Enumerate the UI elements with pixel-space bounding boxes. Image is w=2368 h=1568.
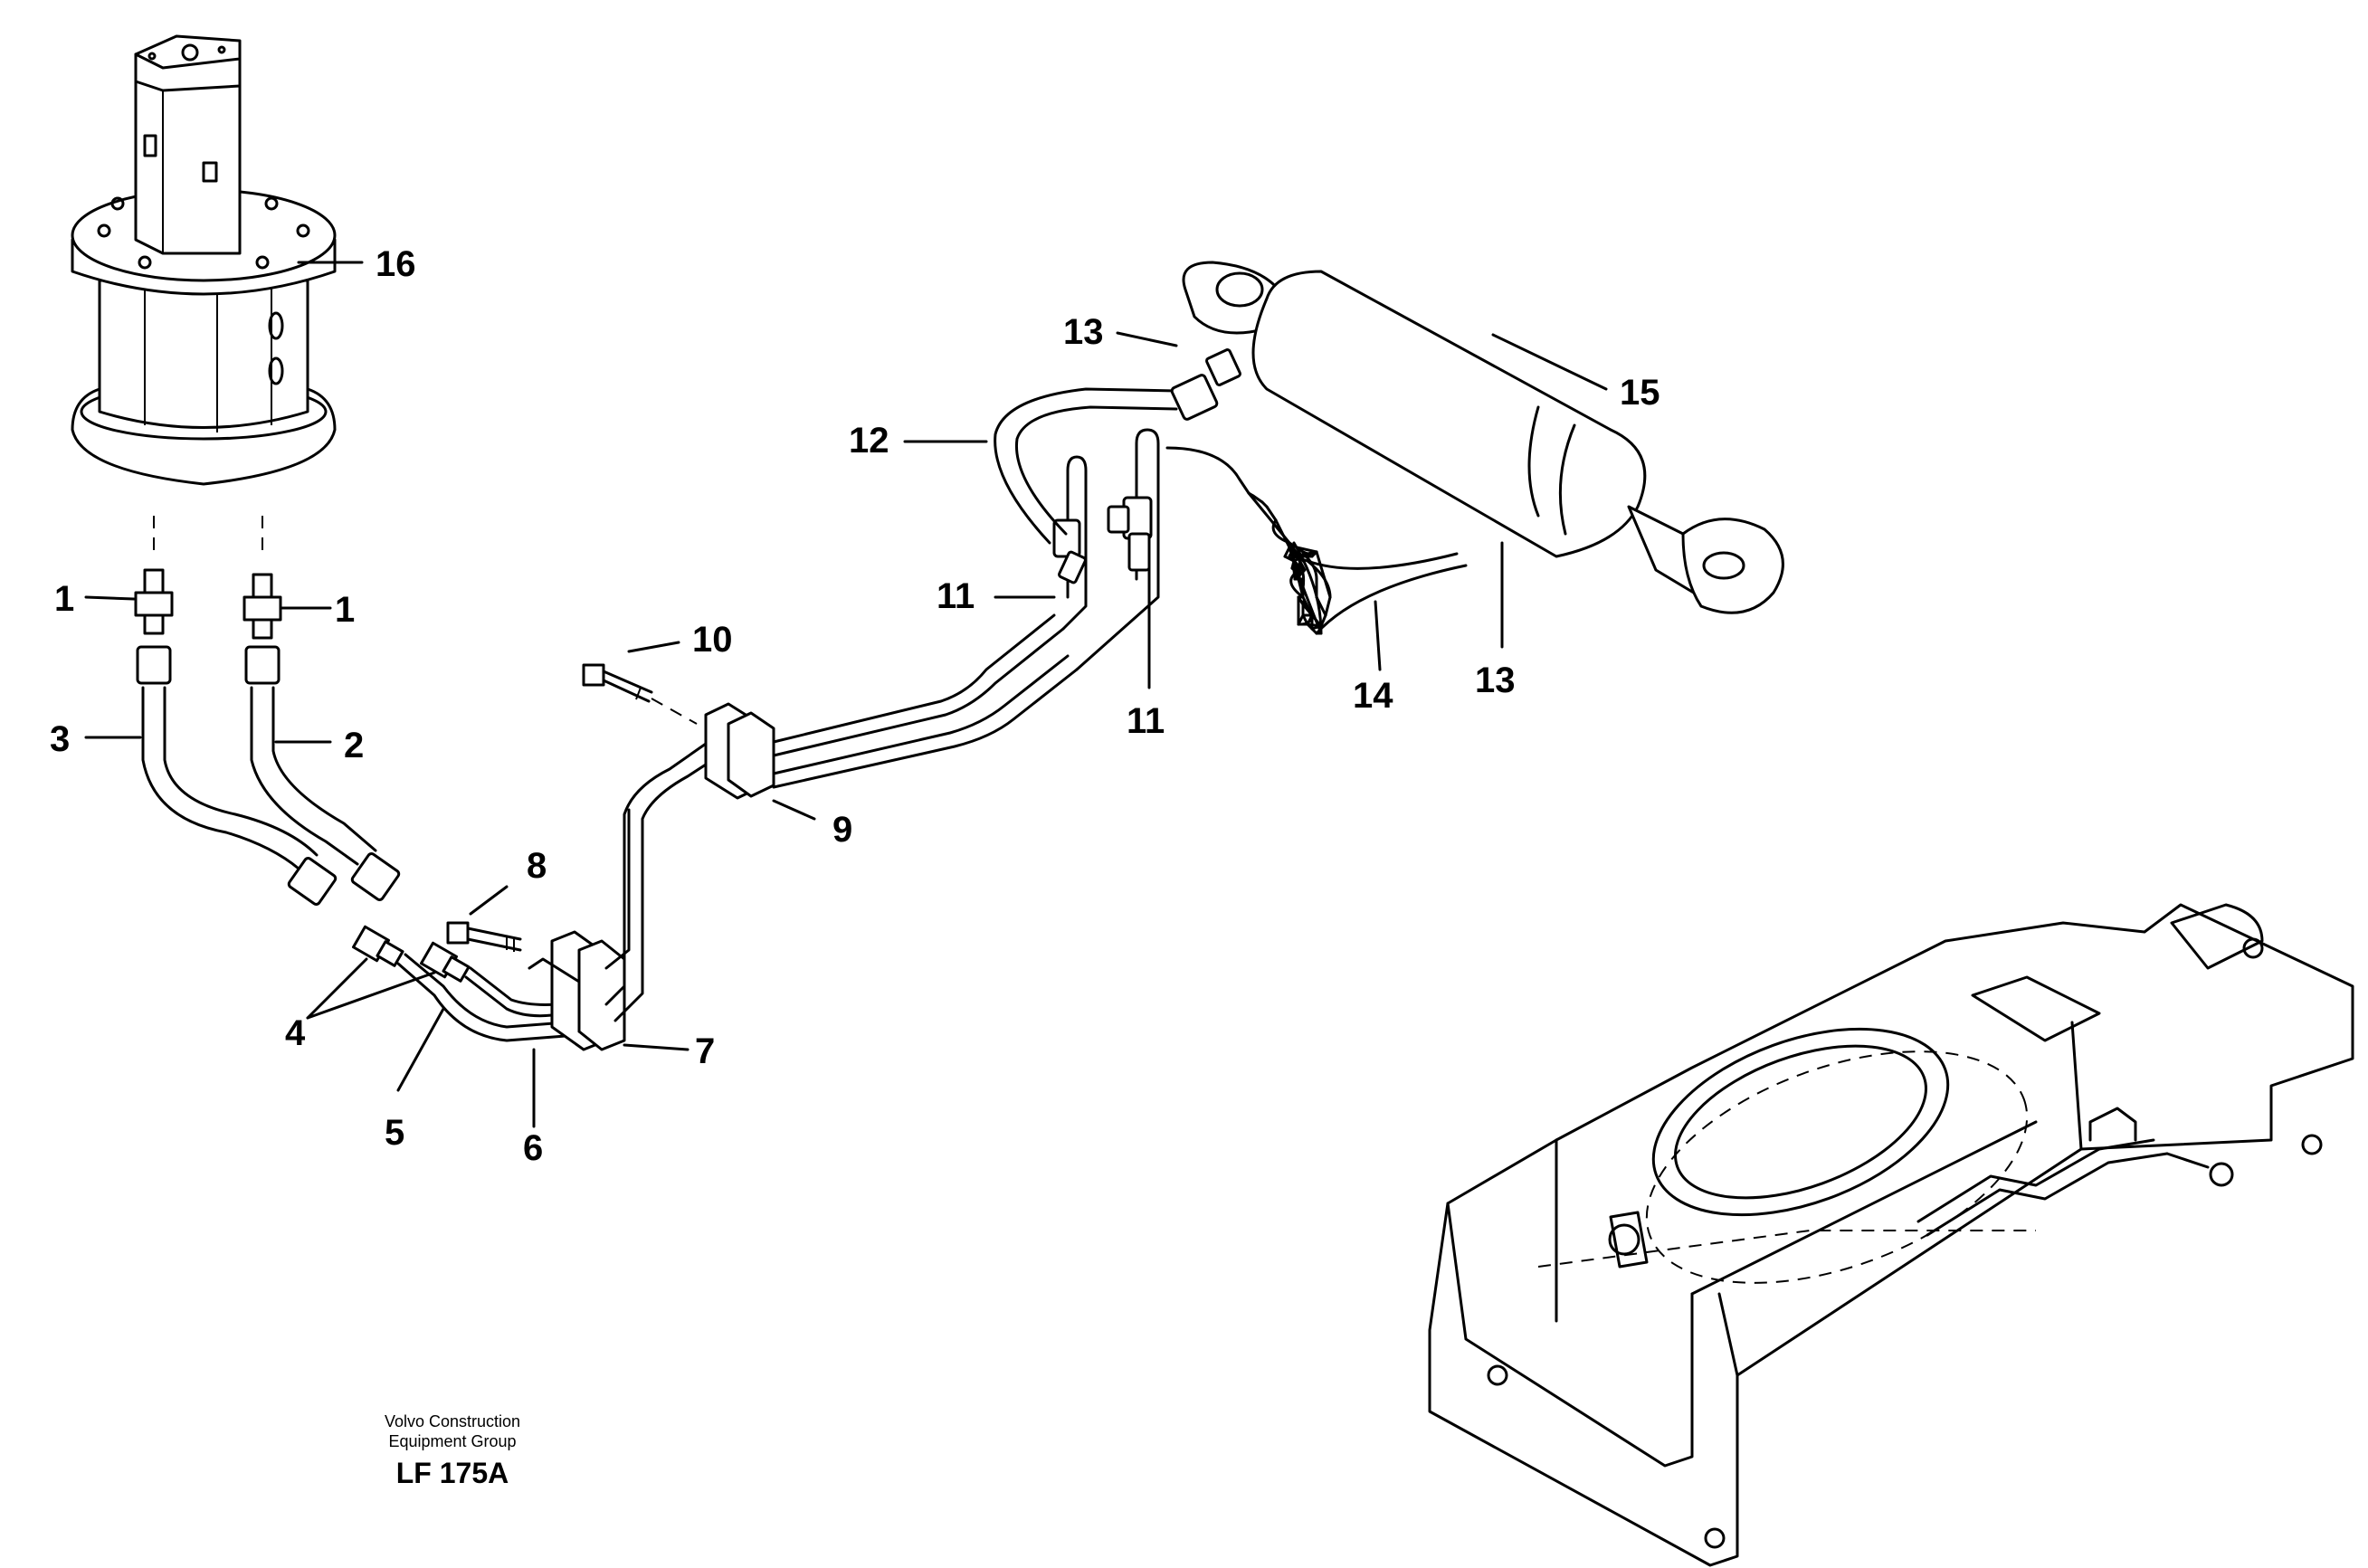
- callout-1-left: 1: [54, 579, 74, 619]
- callout-3: 3: [50, 719, 70, 759]
- callout-10: 10: [692, 620, 733, 660]
- callout-12: 12: [849, 421, 889, 461]
- callout-16: 16: [376, 244, 416, 284]
- hoses-parts-2-3: [136, 645, 401, 906]
- hoses-parts-12-13-14: [994, 348, 1468, 635]
- drawing-code: LF 175A: [395, 1457, 509, 1489]
- adapter-fittings-part-1: [134, 516, 282, 640]
- swivel-joint-part-16: [71, 34, 337, 486]
- pipes-and-clamp-parts-5-6-7-8: [396, 736, 726, 1051]
- nipples-part-4: [352, 925, 471, 983]
- callout-14: 14: [1353, 676, 1393, 716]
- callout-6: 6: [523, 1128, 543, 1168]
- callout-15: 15: [1620, 373, 1660, 413]
- callout-7: 7: [695, 1031, 715, 1071]
- callout-8: 8: [527, 846, 547, 886]
- frame-overview-inset: [1428, 903, 2354, 1567]
- hydraulic-cylinder-part-15: [1182, 261, 1784, 614]
- publisher-name-line1: Volvo Construction: [384, 1412, 521, 1430]
- callout-9: 9: [832, 810, 852, 850]
- callout-labels: 1 1 3 2 4 5 6 7 8 9 10 11 11 12 13 13 14…: [50, 244, 1660, 1168]
- callout-11-bottom: 11: [1127, 701, 1165, 741]
- callout-5: 5: [385, 1113, 404, 1153]
- publisher-footer: Volvo Construction Equipment Group LF 17…: [335, 1411, 570, 1490]
- callout-4: 4: [285, 1013, 306, 1053]
- publisher-name-line2: Equipment Group: [388, 1432, 517, 1450]
- callout-2: 2: [344, 726, 364, 765]
- callout-13-bottom: 13: [1475, 660, 1516, 700]
- callout-1-right: 1: [335, 590, 355, 630]
- clamp-part-9-bolt-part-10: [582, 428, 1160, 800]
- callout-13-top: 13: [1063, 312, 1104, 352]
- callout-11-left: 11: [937, 576, 975, 616]
- leader-lines: [84, 261, 1608, 1128]
